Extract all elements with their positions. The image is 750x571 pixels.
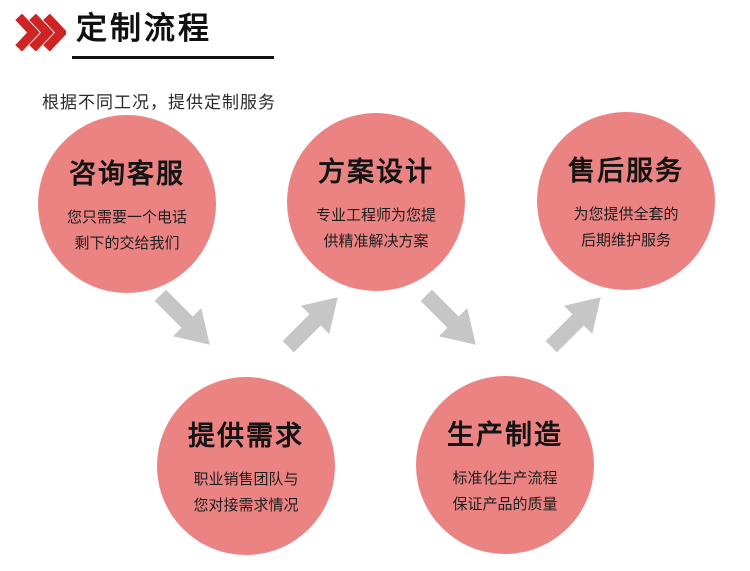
step-title: 方案设计 bbox=[318, 156, 434, 187]
header: 定制流程 bbox=[14, 10, 274, 60]
step-circle-consult: 咨询客服 您只需要一个电话 剩下的交给我们 bbox=[38, 115, 216, 293]
step-title: 售后服务 bbox=[568, 155, 684, 186]
step-description: 职业销售团队与 您对接需求情况 bbox=[193, 469, 299, 514]
flow-arrow-down-right-icon bbox=[145, 280, 226, 361]
flow-arrow-down-right-icon bbox=[411, 280, 492, 361]
step-description: 标准化生产流程 保证产品的质量 bbox=[452, 468, 558, 513]
triple-chevron-icon bbox=[14, 13, 68, 54]
step-circle-manufacturing: 生产制造 标准化生产流程 保证产品的质量 bbox=[416, 376, 594, 554]
step-title: 提供需求 bbox=[188, 420, 304, 451]
flow-arrow-up-right-icon bbox=[273, 282, 354, 363]
step-description: 您只需要一个电话 剩下的交给我们 bbox=[66, 207, 187, 252]
page-title: 定制流程 bbox=[76, 11, 212, 46]
title-underline: 定制流程 bbox=[72, 10, 274, 60]
step-circle-requirements: 提供需求 职业销售团队与 您对接需求情况 bbox=[157, 377, 335, 555]
step-description: 专业工程师为您提 供精准解决方案 bbox=[315, 205, 436, 250]
step-description: 为您提供全套的 后期维护服务 bbox=[573, 204, 679, 249]
step-title: 生产制造 bbox=[447, 419, 563, 450]
flow-arrow-up-right-icon bbox=[536, 282, 617, 363]
step-title: 咨询客服 bbox=[69, 158, 185, 189]
step-circle-design: 方案设计 专业工程师为您提 供精准解决方案 bbox=[287, 113, 465, 291]
step-circle-aftersales: 售后服务 为您提供全套的 后期维护服务 bbox=[537, 112, 715, 290]
subtitle: 根据不同工况，提供定制服务 bbox=[42, 93, 276, 112]
